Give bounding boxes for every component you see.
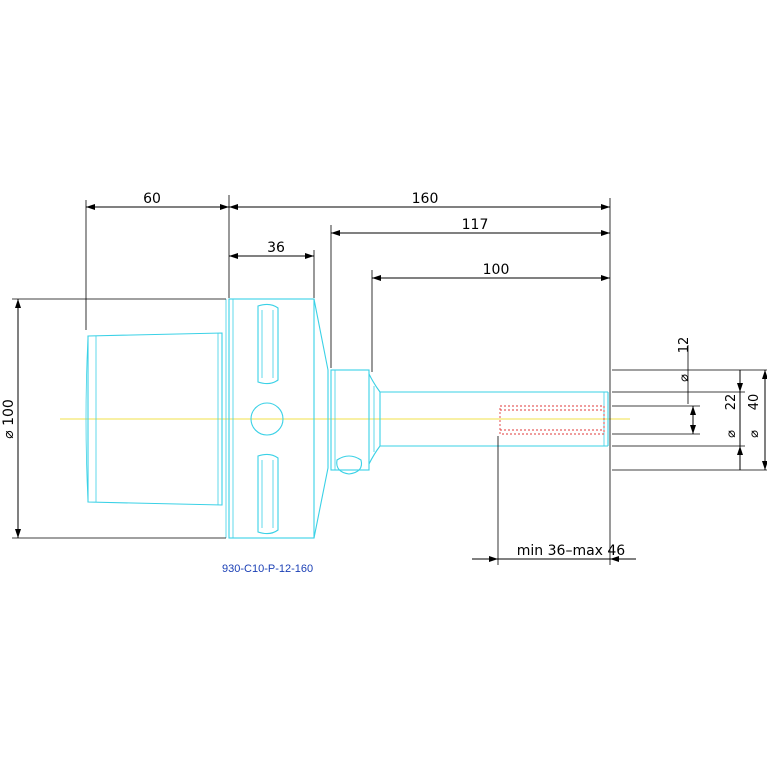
dim-dia-40-text: 40 [747,394,762,411]
dim-dia-12-symbol: ⌀ [677,374,692,382]
dim-117-text: 117 [462,217,489,233]
dim-160-text: 160 [412,191,439,207]
dimension-insertion-depth: min 36–max 46 [472,543,636,562]
dimension-117: 117 [331,217,610,236]
dim-dia-22-symbol: ⌀ [724,430,739,438]
part-code-label: 930-C10-P-12-160 [222,563,313,575]
dimension-dia-100: ⌀ 100 [1,299,21,538]
dimension-dia-40: 40 ⌀ [747,370,767,470]
dimension-100: 100 [372,262,610,281]
dim-dia-40-symbol: ⌀ [747,430,762,438]
hidden-thread-bore [499,405,605,435]
dimension-60: 60 [86,191,229,210]
extension-lines [12,195,767,565]
tool-holder-body [85,298,609,539]
dim-insertion-text: min 36–max 46 [517,543,626,559]
dim-100-text: 100 [483,262,510,278]
dimension-dia-22: 22 ⌀ [724,370,743,470]
dim-36-text: 36 [267,240,285,256]
dim-60-text: 60 [143,191,161,207]
dimension-160: 160 [229,191,610,210]
dim-dia-100-text: ⌀ 100 [1,399,17,439]
dimension-36: 36 [229,240,314,259]
dim-dia-22-text: 22 [724,394,739,411]
dimension-dia-12: 12 ⌀ [677,337,696,434]
dim-dia-12-text: 12 [677,337,692,354]
